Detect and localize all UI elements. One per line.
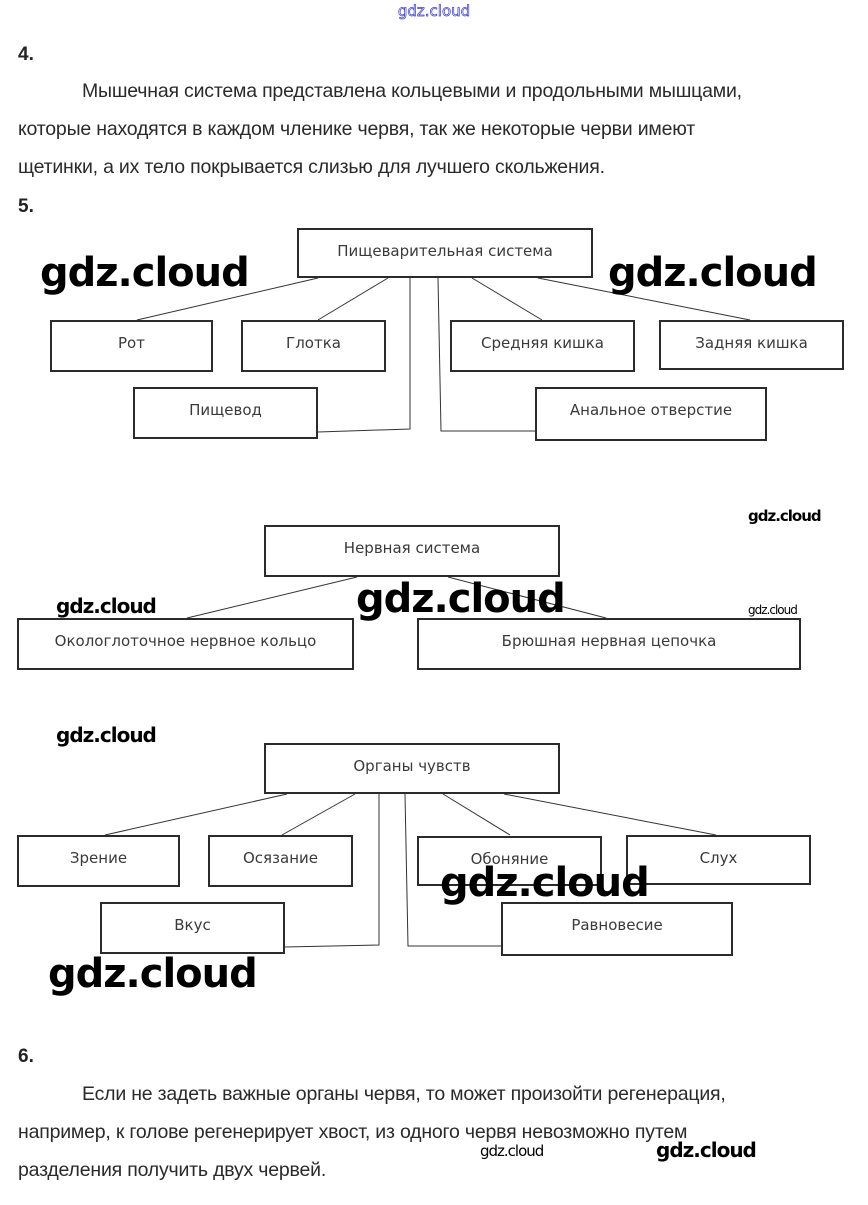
header-watermark: gdz.cloud bbox=[397, 2, 471, 21]
connector-line bbox=[186, 576, 358, 619]
box-label: Зрение bbox=[69, 849, 128, 867]
box-label: Средняя кишка bbox=[480, 334, 604, 352]
question-6-number: 6. bbox=[18, 1046, 34, 1067]
box-label: Анальное отверстие bbox=[569, 401, 733, 419]
watermark: gdz.cloud bbox=[356, 576, 566, 622]
senses-child-box: Слух bbox=[626, 835, 811, 885]
senses-root-box: Органы чувств bbox=[264, 743, 560, 794]
watermark: gdz.cloud bbox=[56, 594, 157, 618]
box-label: Рот bbox=[118, 334, 145, 352]
watermark: gdz.cloud bbox=[40, 250, 250, 296]
watermark: gdz.cloud bbox=[656, 1138, 757, 1162]
watermark: gdz.cloud bbox=[440, 860, 650, 906]
box-label: Равновесие bbox=[571, 916, 663, 934]
box-label: Глотка bbox=[286, 334, 341, 352]
senses-child-box: Вкус bbox=[100, 902, 285, 954]
box-label: Обоняние bbox=[470, 850, 549, 868]
answer-line: Мышечная система представлена кольцевыми… bbox=[18, 72, 858, 110]
senses-child-box: Равновесие bbox=[501, 902, 733, 956]
connector-line bbox=[281, 793, 356, 836]
answer-line: Если не задеть важные органы червя, то м… bbox=[18, 1075, 858, 1113]
answer-line: разделения получить двух червей. bbox=[18, 1159, 327, 1181]
nervous-child-box: Брюшная нервная цепочка bbox=[417, 618, 801, 670]
box-label: Пищеварительная система bbox=[337, 242, 553, 260]
digestive-child-box: Средняя кишка bbox=[450, 320, 635, 372]
answer-line: например, к голове регенерирует хвост, и… bbox=[18, 1121, 688, 1143]
question-4-answer: Мышечная система представлена кольцевыми… bbox=[18, 72, 858, 186]
digestive-child-box: Рот bbox=[50, 320, 213, 372]
question-5-number: 5. bbox=[18, 196, 34, 217]
box-label: Пищевод bbox=[189, 401, 262, 419]
box-label: Окологлоточное нервное кольцо bbox=[54, 632, 317, 650]
nervous-root-box: Нервная система bbox=[264, 525, 560, 577]
answer-line-text: Мышечная система представлена кольцевыми… bbox=[82, 80, 742, 102]
answer-line: которые находятся в каждом членике червя… bbox=[18, 118, 695, 140]
box-label: Осязание bbox=[242, 849, 319, 867]
watermark: gdz.cloud bbox=[748, 507, 822, 525]
watermark: gdz.cloud bbox=[48, 951, 258, 997]
watermark: gdz.cloud bbox=[608, 250, 818, 296]
digestive-child-box: Пищевод bbox=[133, 387, 318, 439]
connector-line bbox=[503, 793, 717, 836]
answer-line: щетинки, а их тело покрывается слизью дл… bbox=[18, 156, 605, 178]
connector-line bbox=[104, 793, 288, 836]
box-label: Органы чувств bbox=[353, 757, 471, 775]
connector-line bbox=[471, 277, 543, 321]
box-label: Нервная система bbox=[343, 539, 481, 557]
digestive-child-box: Анальное отверстие bbox=[535, 387, 767, 441]
connector-line bbox=[317, 277, 389, 321]
watermark: gdz.cloud bbox=[748, 603, 798, 617]
digestive-root-box: Пищеварительная система bbox=[297, 228, 593, 278]
watermark: gdz.cloud bbox=[480, 1142, 544, 1160]
question-6-answer: Если не задеть важные органы червя, то м… bbox=[18, 1075, 858, 1189]
digestive-child-box: Задняя кишка bbox=[659, 320, 844, 370]
question-4-number: 4. bbox=[18, 44, 34, 65]
box-label: Брюшная нервная цепочка bbox=[501, 632, 717, 650]
box-label: Слух bbox=[699, 849, 738, 867]
senses-child-box: Зрение bbox=[17, 835, 180, 887]
box-label: Задняя кишка bbox=[695, 334, 808, 352]
watermark: gdz.cloud bbox=[56, 723, 157, 747]
nervous-child-box: Окологлоточное нервное кольцо bbox=[17, 618, 354, 670]
box-label: Вкус bbox=[174, 916, 211, 934]
connector-line bbox=[442, 793, 511, 836]
answer-line-text: Если не задеть важные органы червя, то м… bbox=[82, 1083, 726, 1105]
senses-child-box: Обоняние bbox=[417, 836, 602, 886]
senses-child-box: Осязание bbox=[208, 835, 353, 887]
digestive-child-box: Глотка bbox=[241, 320, 386, 372]
